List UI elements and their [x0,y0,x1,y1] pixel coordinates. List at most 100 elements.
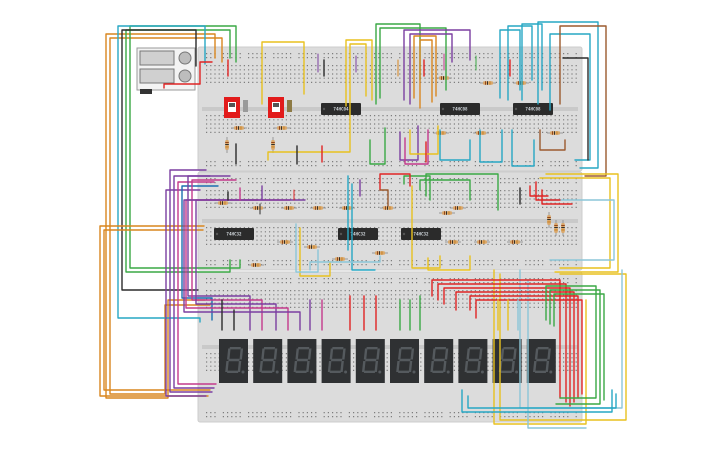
wire[interactable] [527,279,587,429]
wire[interactable] [537,21,599,169]
wire[interactable] [295,223,319,273]
wire[interactable] [105,33,216,399]
resistor[interactable] [215,201,231,205]
wire[interactable] [549,289,601,405]
resistor[interactable] [332,257,348,261]
seven-segment-display[interactable] [321,339,351,383]
resistor[interactable] [225,137,229,153]
wire[interactable] [467,393,617,409]
wire[interactable] [499,273,627,421]
wire[interactable] [413,35,437,99]
wire[interactable] [549,33,591,161]
ic-chip-u1[interactable]: 74HC04 [321,103,361,115]
wire[interactable] [439,129,471,161]
wire[interactable] [499,29,521,99]
wire[interactable] [562,57,589,161]
breadboard-middle[interactable] [197,171,583,271]
wire[interactable] [379,173,411,191]
resistor[interactable] [277,240,293,244]
wire[interactable] [427,255,471,271]
resistor[interactable] [271,137,275,153]
wire[interactable] [125,29,231,273]
wire[interactable] [541,199,615,261]
resistor[interactable] [507,240,523,244]
wire[interactable] [369,127,386,165]
seven-segment-display[interactable] [492,339,522,383]
resistor[interactable] [554,220,558,236]
wire[interactable] [455,291,575,403]
wire[interactable] [443,287,571,407]
resistor[interactable] [372,251,388,255]
wire[interactable] [177,181,217,385]
seven-segment-display[interactable] [287,339,317,383]
wire[interactable] [431,279,561,399]
wire[interactable] [419,39,433,109]
wire[interactable] [511,129,535,167]
wire[interactable] [181,185,219,321]
wire[interactable] [261,41,305,105]
wire[interactable] [309,255,381,271]
wire[interactable] [475,299,583,395]
seven-segment-display[interactable] [424,339,454,383]
ic-chip-u3[interactable]: 74HC08 [513,103,553,115]
battery-pack[interactable] [136,47,196,94]
seven-segment-display[interactable] [219,339,248,383]
wire[interactable] [379,189,389,207]
wire[interactable] [493,269,587,425]
seven-segment-display[interactable] [355,339,385,383]
wire[interactable] [199,61,213,85]
wire[interactable] [191,179,263,331]
wire[interactable] [165,189,207,397]
wire[interactable] [535,181,561,201]
wire[interactable] [109,37,223,395]
ic-chip-u6[interactable]: 74HC32 [401,228,441,240]
wire[interactable] [545,285,597,399]
wire[interactable] [507,25,533,101]
resistor[interactable] [248,263,264,267]
wire[interactable] [425,173,499,211]
wire[interactable] [461,389,613,413]
wire[interactable] [129,25,241,269]
seven-segment-display[interactable] [458,339,488,383]
wire[interactable] [541,189,573,205]
dip-switch[interactable] [268,97,292,118]
wire[interactable] [469,295,579,399]
wire[interactable] [121,29,199,291]
resistor[interactable] [439,211,455,215]
wire[interactable] [345,39,373,107]
seven-segment-display[interactable] [526,339,556,383]
wire[interactable] [419,179,471,201]
resistor[interactable] [450,206,466,210]
wire[interactable] [299,227,331,277]
wire[interactable] [479,129,503,163]
wire[interactable] [117,25,206,323]
seven-segment-display[interactable] [390,339,419,383]
wire[interactable] [183,199,306,331]
wire[interactable] [409,33,453,105]
wire[interactable] [559,25,607,177]
wire[interactable] [399,125,419,161]
resistor[interactable] [310,206,326,210]
resistor[interactable] [281,206,297,210]
resistor[interactable] [445,240,461,244]
wire[interactable] [379,27,447,99]
resistor[interactable] [274,126,290,130]
resistor[interactable] [547,131,563,135]
wire[interactable] [409,125,439,155]
wire[interactable] [351,183,376,271]
wire[interactable] [539,129,566,151]
ic-chip-u2[interactable]: 74HC08 [440,103,480,115]
wire[interactable] [169,169,213,393]
wire[interactable] [553,293,605,401]
breadboard-top[interactable] [197,46,583,172]
wire[interactable] [539,177,611,269]
resistor[interactable] [380,206,396,210]
seven-segment-display[interactable] [253,339,283,383]
wire[interactable] [411,185,441,269]
wire[interactable] [545,173,619,273]
wire[interactable] [404,129,429,165]
resistor[interactable] [231,126,247,130]
dip-switch[interactable] [224,97,248,118]
wire[interactable] [403,29,471,101]
